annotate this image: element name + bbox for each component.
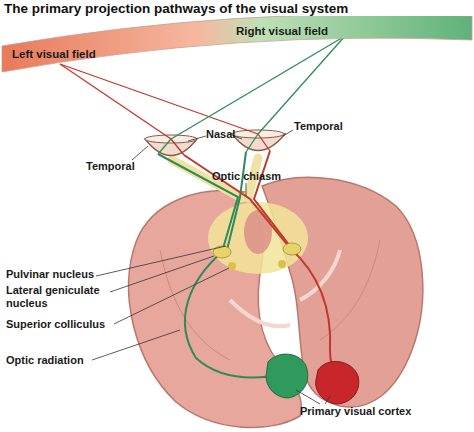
visual-field-band: Left visual field Right visual field — [0, 16, 474, 78]
eye-side-label: Temporal — [294, 120, 343, 133]
eye-side-label: Nasal — [206, 128, 235, 141]
structure-label: Lateral geniculate nucleus — [6, 284, 114, 310]
diagram-title: The primary projection pathways of the v… — [4, 1, 348, 16]
structure-label: Pulvinar nucleus — [6, 268, 94, 281]
structure-label: Optic chiasm — [212, 170, 281, 183]
field-label: Left visual field — [12, 48, 96, 60]
structure-label: Superior colliculus — [6, 318, 105, 331]
eye-side-label: Temporal — [86, 160, 135, 173]
structure-label: Primary visual cortex — [300, 405, 411, 418]
field-label: Right visual field — [236, 25, 328, 37]
structure-label: Optic radiation — [6, 354, 84, 367]
